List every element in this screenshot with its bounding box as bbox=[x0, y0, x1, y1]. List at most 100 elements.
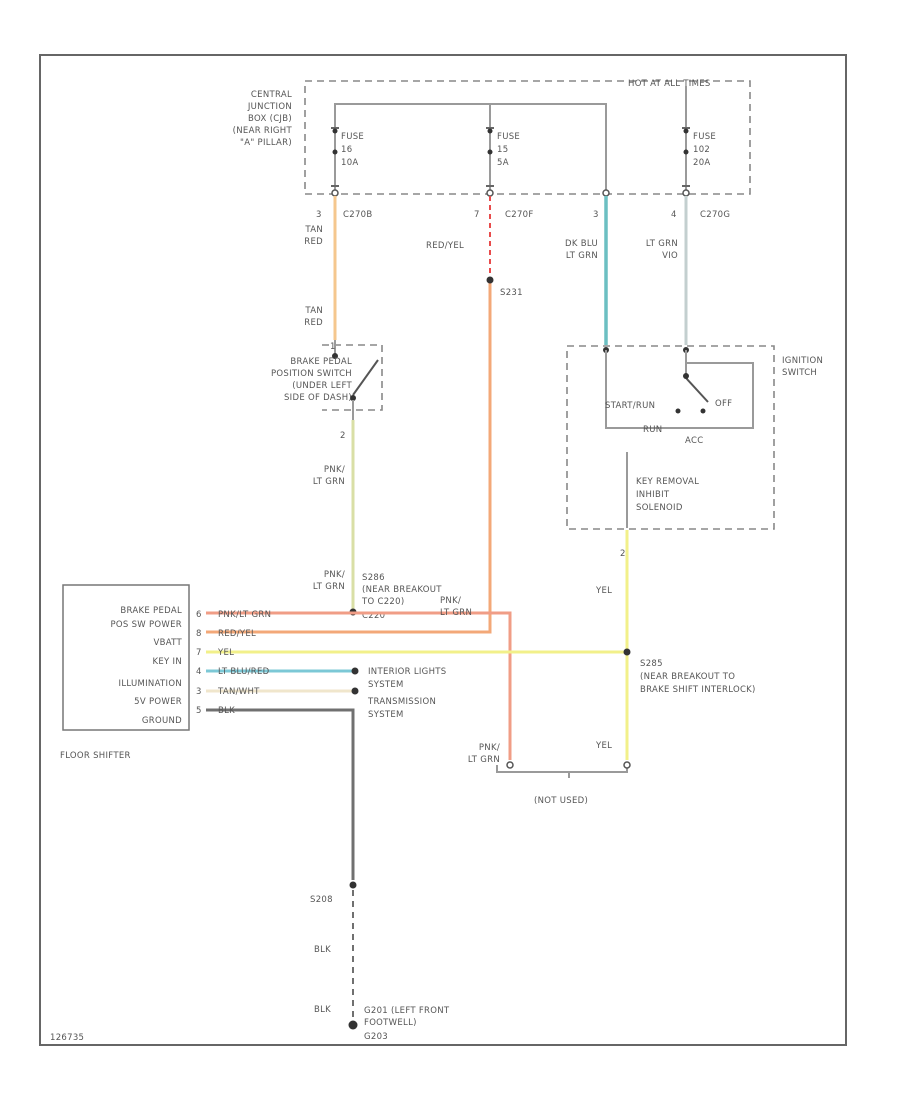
svg-text:FUSE: FUSE bbox=[497, 132, 520, 142]
label-pnk-lt-grn-bottom: PNK/ LT GRN bbox=[468, 743, 500, 765]
splice-s286-label: S286 (NEAR BREAKOUT TO C220) C220 bbox=[361, 573, 442, 621]
svg-text:DK BLU: DK BLU bbox=[565, 239, 598, 249]
connector-terminals bbox=[331, 189, 690, 197]
svg-text:4: 4 bbox=[671, 210, 677, 220]
svg-text:LT GRN: LT GRN bbox=[566, 251, 598, 261]
svg-text:POS SW POWER: POS SW POWER bbox=[110, 620, 182, 630]
svg-text:10A: 10A bbox=[341, 158, 359, 168]
svg-text:3: 3 bbox=[593, 210, 599, 220]
floor-shifter-pin-labels: BRAKE PEDAL POS SW POWER VBATT KEY IN IL… bbox=[110, 606, 182, 726]
svg-text:LT GRN: LT GRN bbox=[440, 608, 472, 618]
svg-text:5A: 5A bbox=[497, 158, 509, 168]
svg-text:SIDE OF DASH): SIDE OF DASH) bbox=[284, 393, 352, 403]
svg-text:RED: RED bbox=[304, 237, 323, 247]
svg-text:1: 1 bbox=[330, 342, 336, 352]
svg-text:RUN: RUN bbox=[643, 425, 662, 435]
svg-text:LT BLU/RED: LT BLU/RED bbox=[218, 667, 270, 677]
not-used-terminal-left bbox=[506, 761, 514, 769]
label-blk-1: BLK bbox=[314, 945, 331, 955]
svg-text:102: 102 bbox=[693, 145, 710, 155]
svg-text:INHIBIT: INHIBIT bbox=[636, 490, 670, 500]
svg-text:TAN: TAN bbox=[304, 225, 323, 235]
svg-text:BRAKE PEDAL: BRAKE PEDAL bbox=[290, 357, 352, 367]
fuse-102: FUSE 102 20A bbox=[682, 125, 716, 190]
svg-text:PNK/: PNK/ bbox=[440, 596, 461, 606]
label-dk-blu-lt-grn: DK BLU LT GRN bbox=[565, 239, 598, 261]
svg-text:2: 2 bbox=[620, 549, 626, 559]
svg-text:"A" PILLAR): "A" PILLAR) bbox=[240, 138, 292, 148]
svg-text:C270G: C270G bbox=[700, 210, 730, 220]
ignition-switch: START/RUN RUN OFF ACC bbox=[566, 345, 775, 530]
svg-text:SOLENOID: SOLENOID bbox=[636, 503, 683, 513]
fuse-15: FUSE 15 5A bbox=[486, 125, 520, 190]
not-used-terminal-right bbox=[623, 761, 631, 769]
svg-text:(NEAR BREAKOUT: (NEAR BREAKOUT bbox=[362, 585, 442, 595]
figure-id: 126735 bbox=[50, 1033, 84, 1043]
wire-pnk-lt-grn-shifter bbox=[206, 611, 512, 760]
svg-text:LT GRN: LT GRN bbox=[313, 477, 345, 487]
not-used-label: (NOT USED) bbox=[534, 796, 588, 806]
svg-text:BRAKE SHIFT INTERLOCK): BRAKE SHIFT INTERLOCK) bbox=[640, 685, 756, 695]
svg-text:TO C220): TO C220) bbox=[361, 597, 404, 607]
svg-text:TAN/WHT: TAN/WHT bbox=[217, 687, 260, 697]
wire-red-yel bbox=[206, 280, 492, 634]
brake-pedal-switch-label: BRAKE PEDAL POSITION SWITCH (UNDER LEFT … bbox=[271, 357, 352, 403]
svg-text:TAN: TAN bbox=[304, 306, 323, 316]
svg-text:(NEAR BREAKOUT TO: (NEAR BREAKOUT TO bbox=[640, 672, 735, 682]
svg-text:(NEAR RIGHT: (NEAR RIGHT bbox=[233, 126, 293, 136]
label-pnk-lt-grn-mid: PNK/ LT GRN bbox=[313, 465, 345, 487]
svg-text:PNK/LT GRN: PNK/LT GRN bbox=[218, 610, 271, 620]
splice-s285-label: S285 (NEAR BREAKOUT TO BRAKE SHIFT INTER… bbox=[640, 659, 756, 695]
brake-pedal-switch: 1 2 bbox=[322, 340, 383, 441]
svg-text:LT GRN: LT GRN bbox=[313, 582, 345, 592]
svg-text:PNK/: PNK/ bbox=[479, 743, 500, 753]
svg-text:G203: G203 bbox=[364, 1032, 388, 1042]
svg-text:SYSTEM: SYSTEM bbox=[368, 680, 404, 690]
svg-text:(UNDER LEFT: (UNDER LEFT bbox=[292, 381, 352, 391]
svg-text:G201 (LEFT FRONT: G201 (LEFT FRONT bbox=[364, 1006, 450, 1016]
svg-text:15: 15 bbox=[497, 145, 508, 155]
svg-text:7: 7 bbox=[196, 648, 202, 658]
svg-text:SWITCH: SWITCH bbox=[782, 368, 817, 378]
splice-s208-node bbox=[349, 881, 357, 889]
not-used-bracket bbox=[496, 765, 628, 778]
splice-s208-label: S208 bbox=[310, 895, 333, 905]
svg-text:GROUND: GROUND bbox=[142, 716, 182, 726]
diagram-frame bbox=[39, 54, 847, 1046]
splice-s231-label: S231 bbox=[500, 288, 523, 298]
svg-text:LT GRN: LT GRN bbox=[646, 239, 678, 249]
floor-shifter-box bbox=[62, 584, 190, 731]
splice-s231-node bbox=[486, 276, 494, 284]
svg-text:C270F: C270F bbox=[505, 210, 534, 220]
svg-text:2: 2 bbox=[340, 431, 346, 441]
svg-text:FOOTWELL): FOOTWELL) bbox=[364, 1018, 417, 1028]
svg-text:7: 7 bbox=[474, 210, 480, 220]
svg-text:POSITION SWITCH: POSITION SWITCH bbox=[271, 369, 352, 379]
svg-text:BLK: BLK bbox=[218, 706, 235, 716]
interior-lights-arrow bbox=[351, 667, 359, 675]
svg-text:VIO: VIO bbox=[662, 251, 678, 261]
svg-text:4: 4 bbox=[196, 667, 202, 677]
cjb-title: HOT AT ALL TIMES bbox=[628, 79, 711, 89]
ignition-switch-label: IGNITION SWITCH bbox=[782, 356, 823, 378]
svg-text:BRAKE PEDAL: BRAKE PEDAL bbox=[120, 606, 182, 616]
fuse-16: FUSE 16 10A bbox=[331, 125, 364, 190]
label-tan-red-upper: TAN RED bbox=[304, 225, 323, 247]
label-tan-red-lower: TAN RED bbox=[304, 306, 323, 328]
label-red-yel: RED/YEL bbox=[426, 241, 464, 251]
label-pnk-lt-grn-right: PNK/ LT GRN bbox=[440, 596, 472, 618]
transmission-label: TRANSMISSION SYSTEM bbox=[367, 697, 436, 720]
shifter-wire-labels: PNK/LT GRN RED/YEL YEL LT BLU/RED TAN/WH… bbox=[217, 610, 271, 716]
svg-text:OFF: OFF bbox=[715, 399, 732, 409]
svg-text:PNK/: PNK/ bbox=[324, 570, 345, 580]
svg-text:3: 3 bbox=[316, 210, 322, 220]
svg-text:FUSE: FUSE bbox=[341, 132, 364, 142]
svg-text:VBATT: VBATT bbox=[153, 638, 182, 648]
svg-text:LT GRN: LT GRN bbox=[468, 755, 500, 765]
svg-text:6: 6 bbox=[196, 610, 202, 620]
svg-text:20A: 20A bbox=[693, 158, 711, 168]
svg-text:3: 3 bbox=[196, 687, 202, 697]
wire-blk bbox=[206, 708, 355, 880]
svg-text:INTERIOR LIGHTS: INTERIOR LIGHTS bbox=[368, 667, 446, 677]
